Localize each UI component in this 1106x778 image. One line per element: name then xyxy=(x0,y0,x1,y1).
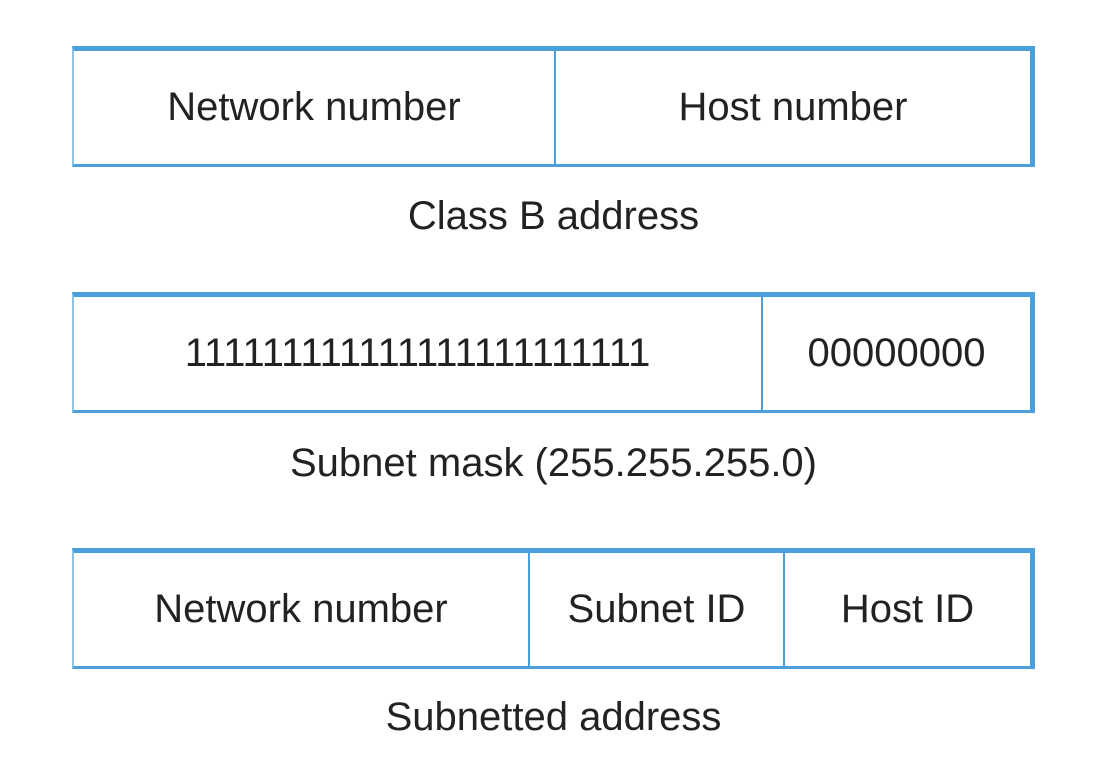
host-number-field: Host number xyxy=(554,51,1030,164)
host-id-field: Host ID xyxy=(783,553,1030,666)
class-b-address-caption: Class B address xyxy=(407,194,700,238)
subnet-id-field: Subnet ID xyxy=(528,553,783,666)
mask-zeros-field: 00000000 xyxy=(761,297,1030,410)
subnetted-address-bar: Network number Subnet ID Host ID xyxy=(72,548,1035,669)
subnet-mask-bar: 111111111111111111111111 00000000 xyxy=(72,292,1035,413)
network-number-field: Network number xyxy=(167,85,461,129)
subnet-mask-caption: Subnet mask (255.255.255.0) xyxy=(289,441,817,485)
subnetted-network-number-field: Network number xyxy=(154,587,448,631)
class-b-address-bar: Network number Host number xyxy=(72,46,1035,167)
mask-ones-field: 111111111111111111111111 xyxy=(184,331,651,375)
subnetted-address-caption: Subnetted address xyxy=(385,695,722,739)
